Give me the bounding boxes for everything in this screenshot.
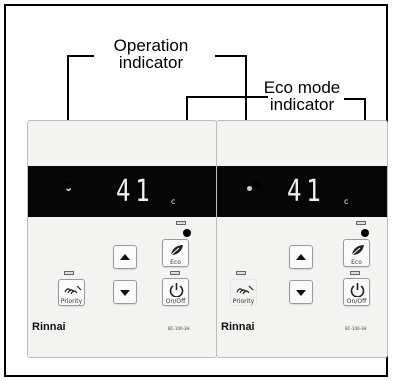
operation-leader-v-left bbox=[67, 55, 69, 183]
onoff-button-label: On/Off bbox=[346, 298, 367, 305]
up-button[interactable] bbox=[289, 245, 313, 269]
eco-button-label: Eco bbox=[351, 259, 362, 266]
power-icon bbox=[350, 283, 365, 297]
onoff-button[interactable]: On/Off bbox=[162, 278, 189, 306]
temperature-unit: c bbox=[344, 197, 349, 206]
eco-label-line-1: Eco mode bbox=[263, 78, 341, 97]
eco-button[interactable]: Eco bbox=[343, 239, 370, 267]
operation-indicator-light bbox=[247, 186, 252, 191]
priority-indicator-light bbox=[236, 271, 246, 275]
operation-indicator-label: Operation indicator bbox=[96, 37, 206, 71]
controller-right: 41 c Eco Priority On/Off Rinnai BC-100-3… bbox=[216, 120, 388, 358]
onoff-indicator-light bbox=[170, 271, 180, 275]
brand-logo: Rinnai bbox=[221, 321, 255, 333]
water-flow-icon bbox=[64, 285, 82, 295]
eco-label-line-2: indicator bbox=[269, 95, 335, 114]
eco-indicator-light bbox=[176, 221, 186, 225]
priority-indicator-light bbox=[64, 271, 74, 275]
down-button[interactable] bbox=[289, 280, 313, 304]
eco-indicator-label: Eco mode indicator bbox=[252, 79, 352, 113]
leaf-icon bbox=[351, 245, 364, 256]
eco-leader-h-right bbox=[344, 98, 366, 100]
operation-marker-right bbox=[252, 181, 260, 189]
onoff-button-label: On/Off bbox=[165, 298, 186, 305]
down-arrow-icon bbox=[120, 290, 130, 296]
brand-logo: Rinnai bbox=[32, 321, 66, 333]
down-button[interactable] bbox=[113, 280, 137, 304]
water-flow-icon bbox=[236, 285, 254, 295]
temperature-readout: 41 bbox=[287, 174, 326, 209]
eco-indicator-light bbox=[356, 221, 366, 225]
model-number: BC-100-3H bbox=[345, 326, 367, 331]
eco-marker-left bbox=[183, 229, 191, 237]
model-number: BC-100-3H bbox=[168, 326, 190, 331]
priority-button-label: Priority bbox=[232, 298, 255, 305]
temperature-display: 41 c bbox=[217, 166, 387, 217]
controller-left: 41 c Eco Priority On/Off Rinnai BC-100-3… bbox=[27, 120, 217, 358]
onoff-button[interactable]: On/Off bbox=[343, 278, 370, 306]
leaf-icon bbox=[170, 245, 183, 256]
priority-button[interactable]: Priority bbox=[230, 279, 257, 306]
temperature-readout: 41 bbox=[116, 174, 155, 209]
up-arrow-icon bbox=[120, 254, 130, 260]
operation-marker-left bbox=[64, 181, 72, 189]
operation-label-line-1: Operation bbox=[113, 36, 189, 55]
down-arrow-icon bbox=[296, 290, 306, 296]
eco-button[interactable]: Eco bbox=[162, 239, 189, 267]
operation-label-line-2: indicator bbox=[118, 53, 184, 72]
up-button[interactable] bbox=[113, 245, 137, 269]
priority-button[interactable]: Priority bbox=[58, 279, 85, 306]
eco-leader-h-left bbox=[186, 96, 268, 98]
priority-button-label: Priority bbox=[60, 298, 83, 305]
eco-button-label: Eco bbox=[170, 259, 181, 266]
onoff-indicator-light bbox=[350, 271, 360, 275]
operation-leader-h-right bbox=[215, 55, 247, 57]
temperature-display: 41 c bbox=[28, 166, 216, 217]
eco-marker-right bbox=[361, 229, 369, 237]
up-arrow-icon bbox=[296, 254, 306, 260]
operation-leader-h-left bbox=[67, 55, 94, 57]
operation-leader-v-right bbox=[245, 55, 247, 183]
temperature-unit: c bbox=[171, 197, 176, 206]
power-icon bbox=[169, 283, 184, 297]
